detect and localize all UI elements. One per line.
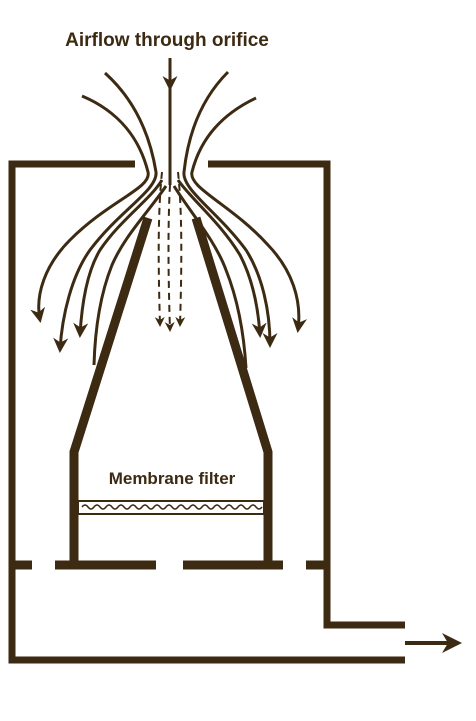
housing-right-wall	[208, 160, 405, 629]
funnel-right-wall	[191, 216, 273, 565]
streamline-left-3	[73, 179, 164, 338]
streamline-right-2	[182, 70, 278, 348]
diagram-title: Airflow through orifice	[65, 30, 269, 51]
streamline-right-3	[176, 179, 267, 338]
membrane-filter	[77, 500, 265, 515]
streamline-left-1	[30, 94, 150, 323]
funnel-left-wall	[69, 216, 153, 565]
housing-left-wall	[8, 160, 405, 664]
streamline-right-4	[172, 185, 248, 369]
streamline-left-4	[92, 185, 168, 366]
dashed-streamline-3	[175, 171, 186, 327]
dashed-streamline-2	[164, 184, 175, 332]
dashed-streamline-1	[154, 171, 165, 327]
streamline-right-1	[190, 96, 308, 333]
membrane-filter-label: Membrane filter	[109, 469, 236, 488]
membrane-filter-texture	[81, 504, 263, 510]
streamline-left-2	[53, 71, 158, 353]
